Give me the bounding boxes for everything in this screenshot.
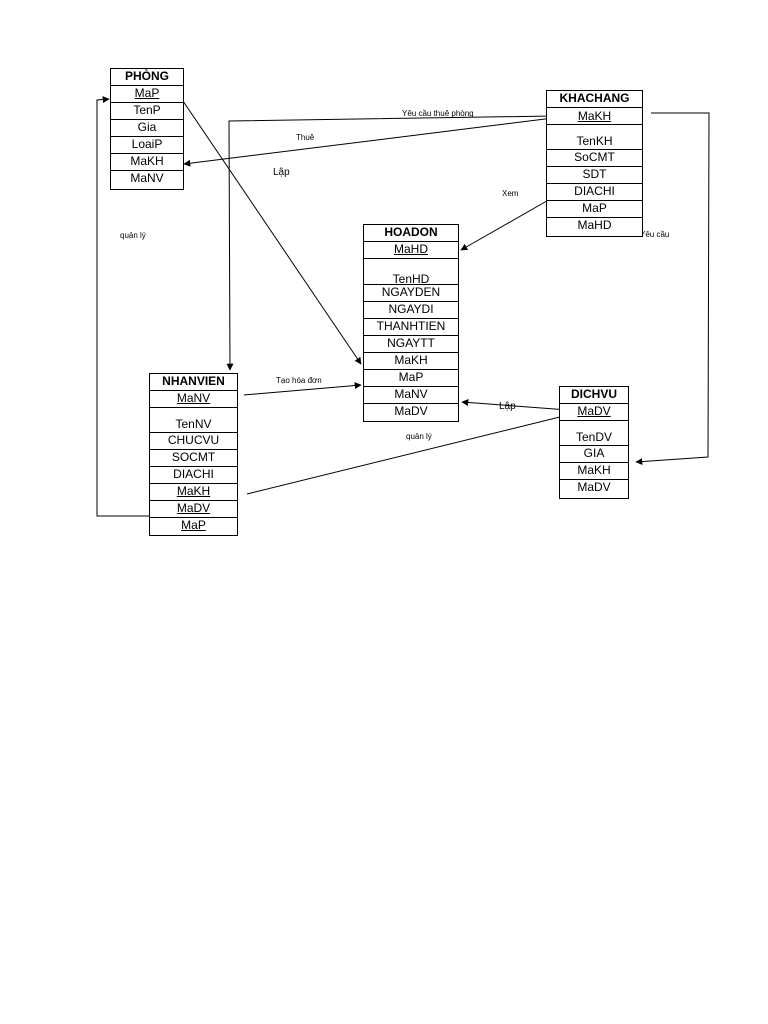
field-diachi: DIACHI — [546, 183, 643, 201]
label-xem: Xem — [502, 189, 519, 198]
label-lap-hoadon-dichvu: Lập — [499, 401, 516, 412]
field-tenp: TenP — [110, 102, 184, 120]
field-makh: MaKH — [546, 107, 643, 125]
field-madv: MaDV — [559, 403, 629, 421]
label-tao-hoa-don: Tạo hóa đơn — [276, 376, 322, 385]
link-khachang-dichvu — [635, 112, 710, 466]
field-gia: Gia — [110, 119, 184, 137]
field-sdt: SDT — [546, 166, 643, 184]
field-mahd: MaHD — [546, 217, 643, 237]
entity-dichvu: DICHVU MaDV TenDV GIA MaKH MaDV — [559, 386, 629, 499]
field-manv: MaNV — [110, 170, 184, 190]
field-makh: MaKH — [149, 483, 238, 501]
entity-title: HOADON — [363, 224, 459, 242]
label-lap-phong-hoadon: Lập — [273, 167, 290, 178]
entity-hoadon: HOADON MaHD TenHD NGAYDEN NGAYDI THANHTI… — [363, 224, 459, 422]
entity-phong: PHÒNG MaP TenP Gia LoaiP MaKH MaNV — [110, 68, 184, 190]
label-thue: Thuê — [296, 133, 315, 142]
field-makh: MaKH — [559, 462, 629, 480]
link-nhanvien-dichvu — [246, 413, 569, 495]
entity-khachang: KHACHANG MaKH TenKH SoCMT SDT DIACHI MaP… — [546, 90, 643, 237]
label-quan-ly-dichvu: quản lý — [406, 432, 432, 441]
field-map: MaP — [363, 369, 459, 387]
field-ngayden: NGAYDEN — [363, 284, 459, 302]
field-gia: GIA — [559, 445, 629, 463]
entity-title: NHANVIEN — [149, 373, 238, 391]
field-tennv: TenNV — [149, 407, 238, 433]
link-hoadon-dichvu — [461, 398, 569, 414]
field-loaip: LoaiP — [110, 136, 184, 154]
entity-title: DICHVU — [559, 386, 629, 404]
field-madv: MaDV — [149, 500, 238, 518]
link-khachang-phong — [183, 117, 554, 167]
field-socmt: SOCMT — [149, 449, 238, 467]
label-yeu-cau-thue-phong: Yêu cầu thuê phòng — [402, 109, 474, 118]
link-khachang-hoadon — [460, 197, 553, 251]
entity-nhanvien: NHANVIEN MaNV TenNV CHUCVU SOCMT DIACHI … — [149, 373, 238, 536]
field-makh: MaKH — [363, 352, 459, 370]
label-yeu-cau: Yêu cầu — [640, 230, 670, 239]
link-phong-hoadon — [182, 100, 362, 365]
field-mahd: MaHD — [363, 241, 459, 259]
field-ngaydi: NGAYDI — [363, 301, 459, 319]
link-nhanvien-hoadon — [243, 382, 362, 396]
field-tenkh: TenKH — [546, 124, 643, 150]
field-manv: MaNV — [149, 390, 238, 408]
field-madv-2: MaDV — [559, 479, 629, 499]
entity-title: KHACHANG — [546, 90, 643, 108]
field-makh: MaKH — [110, 153, 184, 171]
field-tenhd: TenHD — [363, 258, 459, 286]
field-diachi: DIACHI — [149, 466, 238, 484]
entity-title: PHÒNG — [110, 68, 184, 86]
field-map: MaP — [546, 200, 643, 218]
field-chucvu: CHUCVU — [149, 432, 238, 450]
label-quan-ly-phong: quản lý — [120, 231, 146, 240]
field-manv: MaNV — [363, 386, 459, 404]
field-thanhtien: THANHTIEN — [363, 318, 459, 336]
field-map: MaP — [149, 517, 238, 536]
field-socmt: SoCMT — [546, 149, 643, 167]
field-map: MaP — [110, 85, 184, 103]
link-nhanvien-phong — [96, 96, 157, 517]
field-tendv: TenDV — [559, 420, 629, 446]
field-ngaytt: NGAYTT — [363, 335, 459, 353]
link-khachang-nhanvien — [226, 115, 554, 371]
field-madv: MaDV — [363, 403, 459, 422]
